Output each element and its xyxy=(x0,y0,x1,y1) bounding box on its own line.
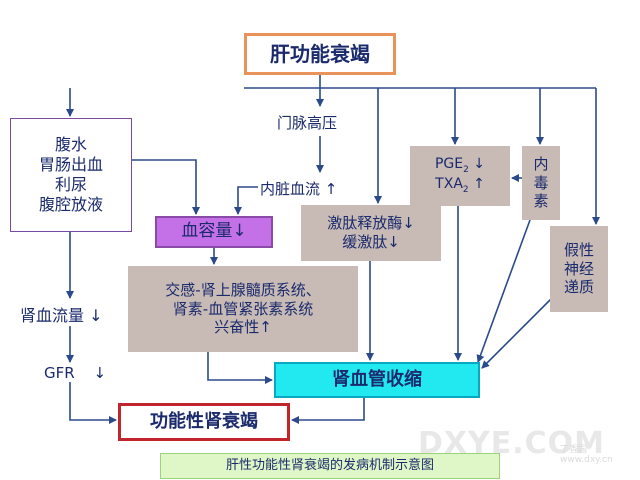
connector-pseudo-vaso xyxy=(481,289,561,369)
functional-renal-failure-node: 功能性肾衰竭 xyxy=(118,403,290,441)
endotoxin-node: 内 毒 素 xyxy=(522,146,560,220)
ascites-line-2: 胃肠出血 xyxy=(38,155,103,174)
down-arrow-icon: ↓ xyxy=(473,155,486,172)
down-arrow-icon: ↓ xyxy=(402,214,415,233)
prostaglandin-node: PGE2 ↓ TXA2 ↑ xyxy=(410,146,510,206)
down-arrow-icon: ↓ xyxy=(387,233,400,251)
portal-hypertension-label: 门脉高压 xyxy=(277,114,338,132)
pge2-line: PGE2 ↓ xyxy=(434,155,486,175)
connector-sympathetic-vaso xyxy=(207,352,273,384)
connector-ascites-volume xyxy=(132,159,200,215)
connector-vaso-failure xyxy=(291,398,365,424)
renal-vasoconstriction-label: 肾血管收缩 xyxy=(332,368,422,390)
up-arrow-icon: ↑ xyxy=(473,176,485,192)
liver-failure-label: 肝功能衰竭 xyxy=(270,41,370,66)
sympathetic-line-3: 兴奋性↑ xyxy=(214,318,272,337)
dxy-watermark-subtext: 丁香园 www.dxy.cn xyxy=(560,445,613,465)
sympathetic-raas-node: 交感-肾上腺髓质系统、 肾素-血管紧张素系统 兴奋性↑ xyxy=(128,266,358,352)
liver-failure-node: 肝功能衰竭 xyxy=(244,33,396,75)
connector-visceral-volume xyxy=(234,186,258,215)
diagram-caption: 肝性功能性肾衰竭的发病机制示意图 xyxy=(160,453,500,479)
gfr-label: GFR ↓ xyxy=(44,364,107,382)
functional-renal-failure-label: 功能性肾衰竭 xyxy=(150,410,258,432)
dxy-watermark-logo: DXYE.COM xyxy=(418,426,606,461)
ascites-line-3: 利尿 xyxy=(54,175,87,194)
visceral-flow-label: 内脏血流 ↑ xyxy=(260,180,338,198)
kinin-line-1: 激肽释放酶↓ xyxy=(327,214,415,233)
connector-gfr-failure xyxy=(69,382,117,424)
up-arrow-icon: ↑ xyxy=(259,318,272,337)
blood-volume-node: 血容量 ↓ xyxy=(155,216,273,248)
false-neurotransmitter-node: 假性 神经 递质 xyxy=(550,226,608,312)
down-arrow-icon: ↓ xyxy=(89,306,103,325)
ascites-line-4: 腹腔放液 xyxy=(38,195,103,214)
renal-flow-label: 肾血流量 ↓ xyxy=(20,306,103,325)
kinin-line-2: 缓激肽↓ xyxy=(342,233,400,251)
renal-vasoconstriction-node: 肾血管收缩 xyxy=(274,362,480,398)
ascites-line-1: 腹水 xyxy=(54,135,87,154)
down-arrow-icon: ↓ xyxy=(93,364,107,382)
up-arrow-icon: ↑ xyxy=(324,180,338,198)
connector-root-bus xyxy=(244,75,596,89)
sympathetic-line-2: 肾素-血管紧张素系统 xyxy=(172,299,314,318)
down-arrow-icon: ↓ xyxy=(232,221,247,242)
txa2-line: TXA2 ↑ xyxy=(435,176,485,195)
connector-toxin-vaso xyxy=(476,219,531,363)
kinin-node: 激肽释放酶↓ 缓激肽↓ xyxy=(301,205,441,261)
blood-volume-label: 血容量 xyxy=(181,221,233,242)
sympathetic-line-1: 交感-肾上腺髓质系统、 xyxy=(165,280,321,299)
ascites-node: 腹水 胃肠出血 利尿 腹腔放液 xyxy=(10,118,132,232)
